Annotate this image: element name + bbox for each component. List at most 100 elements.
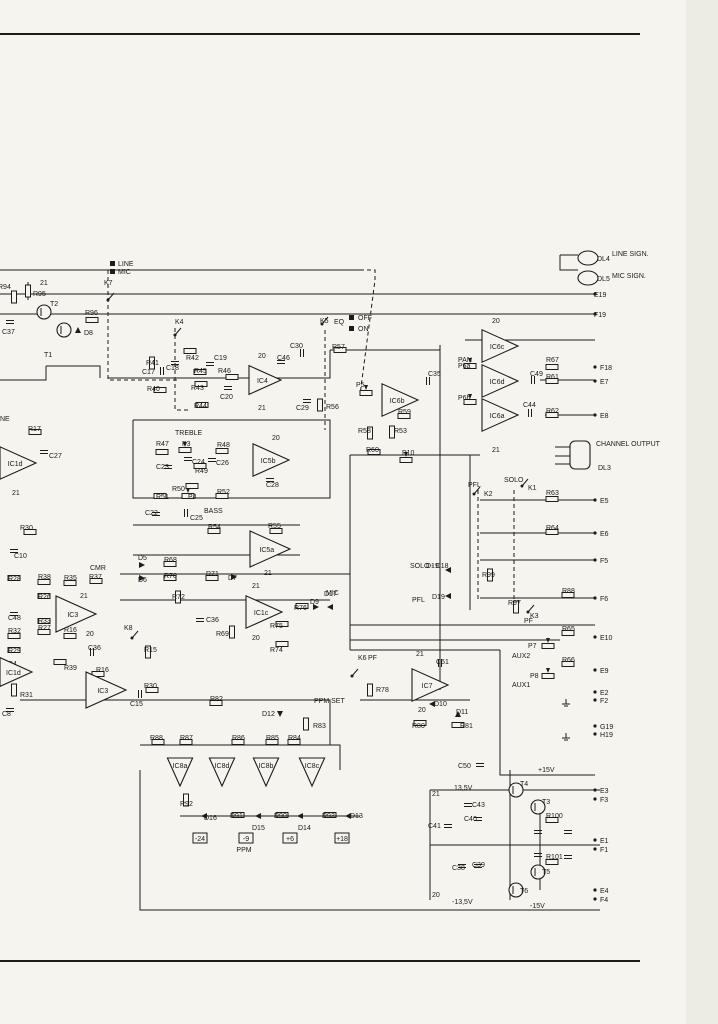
opamp [249, 530, 292, 568]
resistor [145, 687, 159, 693]
resistor-label: R40 [147, 386, 160, 393]
led-label: DL5 [597, 276, 610, 283]
resistor-label: R41 [146, 360, 159, 367]
diode-label: D7 [228, 575, 237, 582]
transistor [36, 304, 52, 320]
pot-wiper [186, 488, 190, 493]
opamp [0, 656, 34, 688]
pin-number: 20 [258, 353, 266, 360]
resistor-label: R28 [8, 576, 21, 583]
resistor [397, 413, 411, 419]
ppm-scale-box [334, 832, 350, 844]
opamp-label: IC8a [173, 763, 188, 770]
diode-label: D15 [252, 825, 265, 832]
capacitor-label: C10 [14, 553, 27, 560]
diode-label: D16 [204, 815, 217, 822]
transistor-label: T5 [542, 869, 550, 876]
output-terminal-label: F1 [600, 847, 608, 854]
opamp [252, 757, 280, 788]
resistor-label: R56 [326, 404, 339, 411]
opamp-label: IC5b [261, 458, 276, 465]
resistor-label: R57 [332, 344, 345, 351]
resistor-label: R83 [313, 723, 326, 730]
resistor [323, 812, 337, 818]
opamp [381, 382, 420, 418]
label-line: LINE [118, 261, 134, 268]
ppm-scale-box [192, 832, 208, 844]
relay-label: K7 [104, 280, 113, 287]
diode [231, 574, 237, 580]
label-pfl-d19: PFL [412, 597, 425, 604]
capacitor-label: C41 [428, 823, 441, 830]
opamp-label: IC8b [259, 763, 274, 770]
wire [46, 365, 101, 378]
resistor [23, 529, 37, 535]
channel-output-connector [569, 440, 591, 470]
resistor [28, 429, 42, 435]
output-terminal-label: E3 [600, 788, 609, 795]
opamp [481, 363, 520, 399]
transistor [56, 322, 72, 338]
resistor [163, 575, 177, 581]
output-terminal-label: E9 [600, 668, 609, 675]
capacitor-label: C25 [190, 515, 203, 522]
label-cmr: CMR [90, 565, 106, 572]
potentiometer [541, 673, 555, 679]
pin-number: 20 [432, 892, 440, 899]
output-terminal-label: E1 [600, 838, 609, 845]
resistor-label: R16 [96, 667, 109, 674]
terminal [593, 732, 597, 736]
pin-number: 21 [432, 791, 440, 798]
resistor [53, 659, 67, 665]
resistor-label: R99 [482, 572, 495, 579]
potentiometer [178, 447, 192, 453]
resistor [561, 592, 575, 598]
output-terminal-label: F19 [594, 312, 606, 319]
resistor [215, 493, 229, 499]
resistor-label: R53 [394, 428, 407, 435]
supply-minus15: -15V [530, 903, 545, 910]
opamp-label: IC6d [490, 379, 505, 386]
resistor-label: R71 [206, 571, 219, 578]
label-mic: MIC [118, 269, 131, 276]
pot-label: P3 [182, 441, 191, 448]
output-terminal-label: F4 [600, 897, 608, 904]
pin-number: 21 [12, 490, 20, 497]
pot-label: P10 [402, 450, 415, 457]
pot-wiper [468, 358, 472, 363]
diode [75, 327, 81, 333]
terminal [593, 838, 597, 842]
resistor-label: R30 [20, 525, 33, 532]
relay-node [472, 492, 476, 496]
wire [20, 699, 331, 745]
resistor [7, 633, 21, 639]
capacitor-label: C28 [266, 482, 279, 489]
opamp [0, 446, 38, 480]
capacitor-label: C8 [2, 711, 11, 718]
resistor-label: R85 [266, 735, 279, 742]
diode [429, 701, 435, 707]
resistor-label: R52 [217, 489, 230, 496]
pot-wiper [364, 385, 368, 390]
output-terminal-label: E5 [600, 498, 609, 505]
pin-number: 21 [40, 280, 48, 287]
resistor [145, 645, 151, 659]
resistor [194, 381, 208, 387]
resistor [89, 578, 103, 584]
resistor [151, 739, 165, 745]
resistor-label: R48 [217, 442, 230, 449]
resistor [37, 579, 51, 585]
terminal [593, 724, 597, 728]
label-ne: NE [0, 416, 10, 423]
wire [132, 419, 331, 499]
capacitor-label: C37 [2, 329, 15, 336]
opamp-label: IC1c [254, 610, 269, 617]
output-terminal-label: G19 [600, 724, 613, 731]
terminal [593, 635, 597, 639]
resistor [183, 348, 197, 354]
off-indicator [349, 315, 354, 320]
relay-node [350, 674, 354, 678]
resistor [275, 641, 289, 647]
resistor [275, 621, 289, 627]
opamp [55, 595, 98, 633]
